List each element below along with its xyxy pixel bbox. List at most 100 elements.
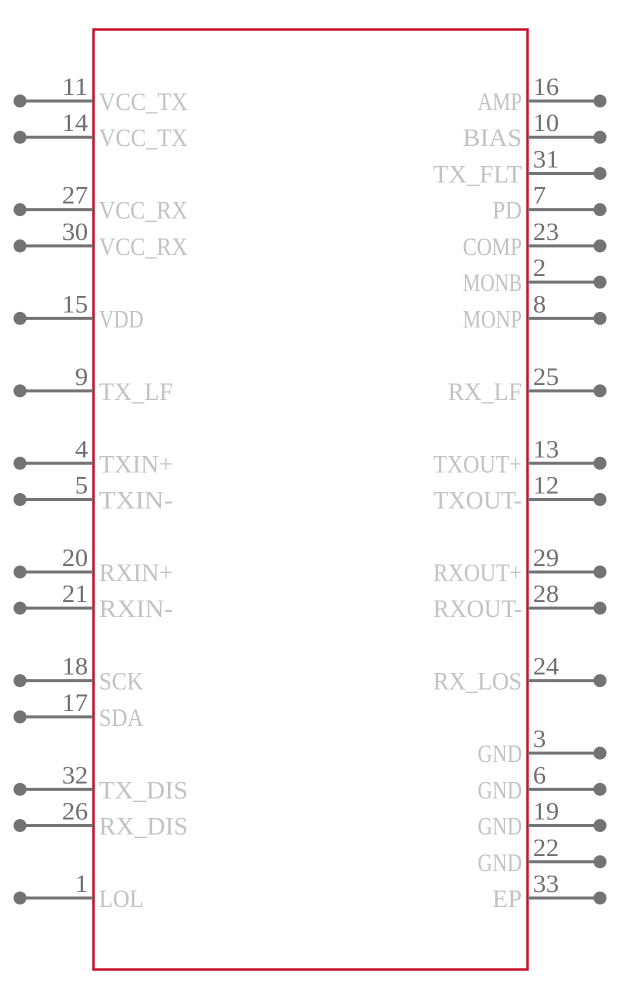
pin-label: MONP	[463, 306, 522, 333]
pin-label: VDD	[99, 306, 143, 333]
pin-endpoint	[593, 565, 607, 579]
pin-endpoint	[593, 239, 607, 253]
pin-label: TXIN+	[99, 451, 173, 478]
pin-endpoint	[593, 782, 607, 796]
pin-number: 28	[533, 581, 559, 608]
pin-label: RXIN+	[99, 560, 173, 587]
pin-endpoint	[593, 384, 607, 398]
pin-endpoint	[593, 94, 607, 108]
pin-label: RX_DIS	[99, 814, 188, 841]
pin-number: 26	[62, 799, 88, 826]
pin-number: 6	[533, 762, 546, 789]
pin-number: 30	[62, 219, 88, 246]
pin-label: TXIN-	[99, 488, 173, 515]
pin-number: 18	[62, 654, 88, 681]
pin-endpoint	[13, 493, 27, 506]
pin-label: GND	[478, 850, 522, 877]
pin-number: 33	[533, 871, 559, 898]
pin-number: 32	[62, 762, 88, 789]
pin-endpoint	[593, 311, 607, 325]
pin-endpoint	[13, 130, 27, 144]
pin-endpoint	[593, 746, 607, 760]
pin-number: 10	[533, 110, 559, 137]
pin-label: RXOUT-	[433, 596, 522, 623]
pin-number: 5	[75, 473, 88, 500]
pin-label: GND	[478, 777, 522, 804]
pin-label: VCC_RX	[99, 198, 188, 225]
pin-number: 13	[533, 436, 559, 463]
pin-endpoint	[13, 203, 27, 217]
pin-number: 1	[75, 871, 88, 898]
pin-label: AMP	[478, 89, 522, 116]
pin-endpoint	[13, 311, 27, 325]
pin-number: 27	[62, 183, 88, 210]
pin-number: 15	[62, 291, 88, 318]
pin-number: 21	[62, 581, 88, 608]
pin-endpoint	[593, 493, 607, 506]
pin-number: 14	[62, 110, 89, 137]
pin-label: PD	[492, 198, 522, 225]
pin-endpoint	[13, 891, 27, 905]
pin-number: 24	[533, 654, 560, 681]
pin-label: EP	[492, 886, 522, 913]
component-body	[92, 28, 529, 971]
pin-endpoint	[13, 601, 27, 615]
pin-endpoint	[13, 782, 27, 796]
pin-endpoint	[593, 891, 607, 905]
pin-label: VCC_RX	[99, 234, 188, 261]
pin-endpoint	[13, 384, 27, 398]
pin-number: 23	[533, 219, 559, 246]
pin-label: SCK	[99, 669, 143, 696]
pin-number: 19	[533, 799, 559, 826]
pin-endpoint	[13, 674, 27, 688]
pin-endpoint	[593, 456, 607, 470]
pin-number: 25	[533, 364, 559, 391]
pin-label: COMP	[463, 234, 522, 261]
pin-label: RXIN-	[99, 596, 173, 623]
pin-label: RXOUT+	[433, 560, 522, 587]
pin-label: LOL	[99, 886, 143, 913]
pin-endpoint	[593, 275, 607, 289]
pin-group: 11VCC_TX14VCC_TX27VCC_RX30VCC_RX15VDD9TX…	[13, 74, 607, 913]
pin-endpoint	[13, 239, 27, 253]
pin-label: TXOUT+	[433, 451, 522, 478]
pin-label: BIAS	[463, 125, 522, 152]
pin-label: TX_LF	[99, 379, 173, 406]
pin-endpoint	[13, 94, 27, 108]
pin-label: RX_LOS	[433, 669, 522, 696]
pin-number: 3	[533, 726, 546, 753]
pin-label: GND	[478, 814, 522, 841]
pin-number: 4	[75, 436, 89, 463]
pin-number: 12	[533, 473, 559, 500]
pin-endpoint	[593, 819, 607, 833]
pin-number: 16	[533, 74, 559, 101]
pin-number: 9	[75, 364, 88, 391]
pin-endpoint	[13, 819, 27, 833]
pin-number: 11	[62, 74, 88, 101]
pin-label: SDA	[99, 705, 143, 732]
